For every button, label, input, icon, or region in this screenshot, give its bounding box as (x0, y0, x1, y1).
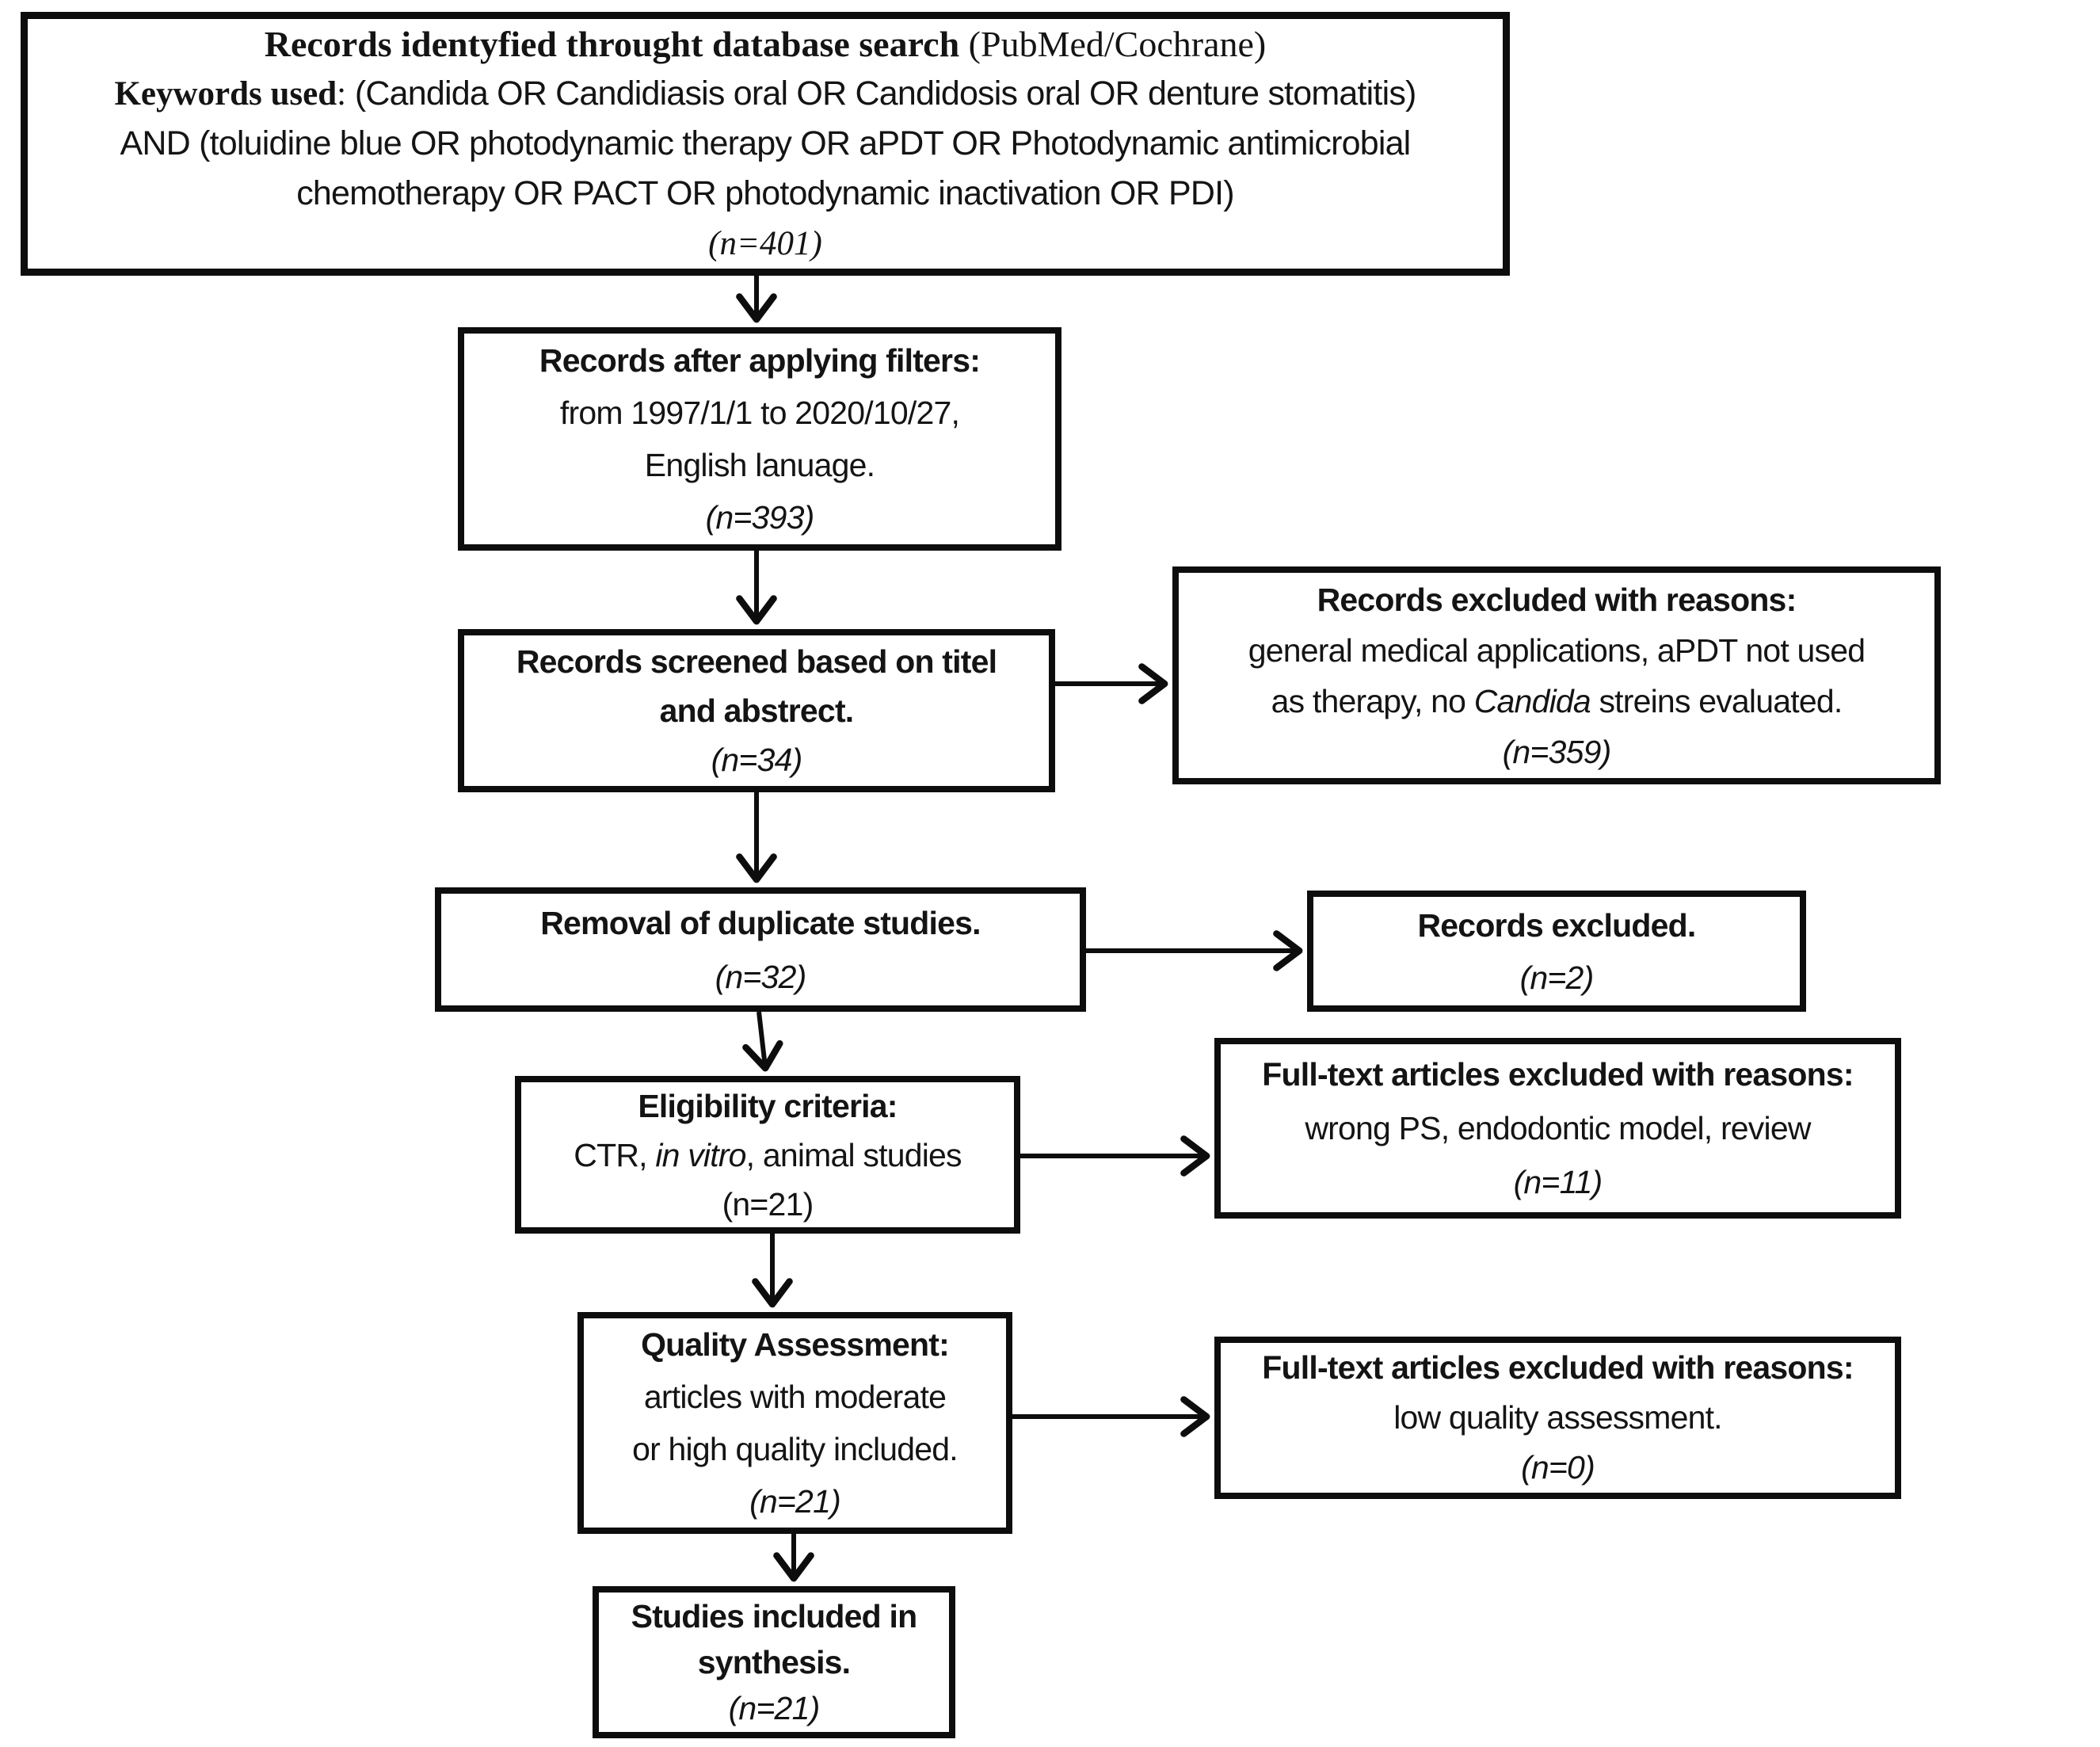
reason-text-2: as therapy, no Candida streins evaluated… (1187, 676, 1927, 727)
reason-text: wrong PS, endodontic model, review (1305, 1110, 1811, 1146)
source-text: (PubMed/Cochrane) (959, 24, 1267, 64)
in-vitro-term: in vitro (655, 1136, 746, 1173)
criteria-post: , animal studies (745, 1136, 962, 1173)
node-title-line-1: Records screened based on titel (516, 643, 997, 680)
node-eligibility-criteria: Eligibility criteria: CTR, in vitro, ani… (515, 1076, 1020, 1234)
reason-text-1: general medical applications, aPDT not u… (1248, 631, 1866, 669)
node-records-identified: Records identyfied throught database sea… (21, 12, 1510, 276)
keywords-terms-2: AND (toluidine blue OR photodynamic ther… (120, 124, 1412, 162)
reason-post: streins evaluated. (1590, 682, 1843, 719)
node-title: Quality Assessment: (641, 1326, 950, 1363)
node-records-excluded-reasons: Records excluded with reasons: general m… (1172, 566, 1941, 784)
keywords-terms-1: (Candida OR Candidiasis oral OR Candidos… (354, 74, 1417, 113)
node-records-filtered: Records after applying filters: from 199… (458, 327, 1061, 551)
node-title-line-2: synthesis. (697, 1644, 851, 1680)
count-label: (n=393) (705, 499, 815, 536)
node-title: Removal of duplicate studies. (540, 904, 981, 941)
date-range-text: from 1997/1/1 to 2020/10/27, (559, 395, 960, 431)
arrow-duplicates-to-eligibility (742, 1011, 783, 1072)
node-title-line-2: and abstrect. (659, 692, 855, 729)
node-title: Records after applying filters: (539, 342, 981, 379)
node-fulltext-excluded-low-quality: Full-text articles excluded with reasons… (1214, 1337, 1901, 1499)
node-title: Eligibility criteria: (638, 1087, 898, 1124)
count-label: (n=21) (749, 1483, 841, 1520)
node-records-screened: Records screened based on titel and abst… (458, 629, 1055, 792)
language-text: English lanuage. (644, 447, 875, 483)
count-label: (n=0) (1521, 1449, 1595, 1486)
count-label: (n=11) (1513, 1164, 1603, 1200)
count-label: (n=2) (1519, 959, 1595, 996)
title-text: Records identyfied throught database sea… (264, 24, 960, 64)
reason-pre: as therapy, no (1271, 682, 1474, 719)
node-title-line-1: Studies included in (631, 1598, 917, 1634)
reason-text: low quality assessment. (1393, 1399, 1722, 1436)
quality-text-2: or high quality included. (632, 1431, 959, 1467)
quality-text-1: articles with moderate (643, 1379, 947, 1415)
node-quality-assessment: Quality Assessment: articles with modera… (577, 1312, 1012, 1534)
count-label: (n=401) (708, 225, 822, 262)
count-label: (n=21) (722, 1185, 814, 1223)
count-label: (n=359) (1502, 733, 1612, 770)
node-records-excluded: Records excluded. (n=2) (1307, 891, 1806, 1012)
keywords-separator: : (337, 75, 355, 113)
keywords-label: Keywords used (114, 75, 337, 113)
node-duplicates-removed: Removal of duplicate studies. (n=32) (435, 887, 1086, 1012)
count-label: (n=21) (728, 1690, 821, 1726)
keywords-line: Keywords used: (Candida OR Candidiasis o… (36, 69, 1495, 119)
node-fulltext-excluded-wrong-ps: Full-text articles excluded with reasons… (1214, 1038, 1901, 1219)
count-label: (n=34) (711, 742, 803, 778)
node-title: Records excluded. (1417, 906, 1697, 944)
count-label: (n=32) (715, 958, 807, 995)
node-title: Full-text articles excluded with reasons… (1262, 1349, 1854, 1386)
node-title: Records excluded with reasons: (1317, 581, 1797, 618)
keywords-terms-3: chemotherapy OR PACT OR photodynamic ina… (296, 174, 1234, 212)
node-studies-included: Studies included in synthesis. (n=21) (593, 1586, 955, 1738)
node-title-line: Records identyfied throught database sea… (36, 19, 1495, 69)
node-title: Full-text articles excluded with reasons… (1262, 1056, 1854, 1093)
species-name: Candida (1473, 682, 1591, 719)
criteria-pre: CTR, (574, 1136, 656, 1173)
criteria-text: CTR, in vitro, animal studies (529, 1131, 1006, 1180)
